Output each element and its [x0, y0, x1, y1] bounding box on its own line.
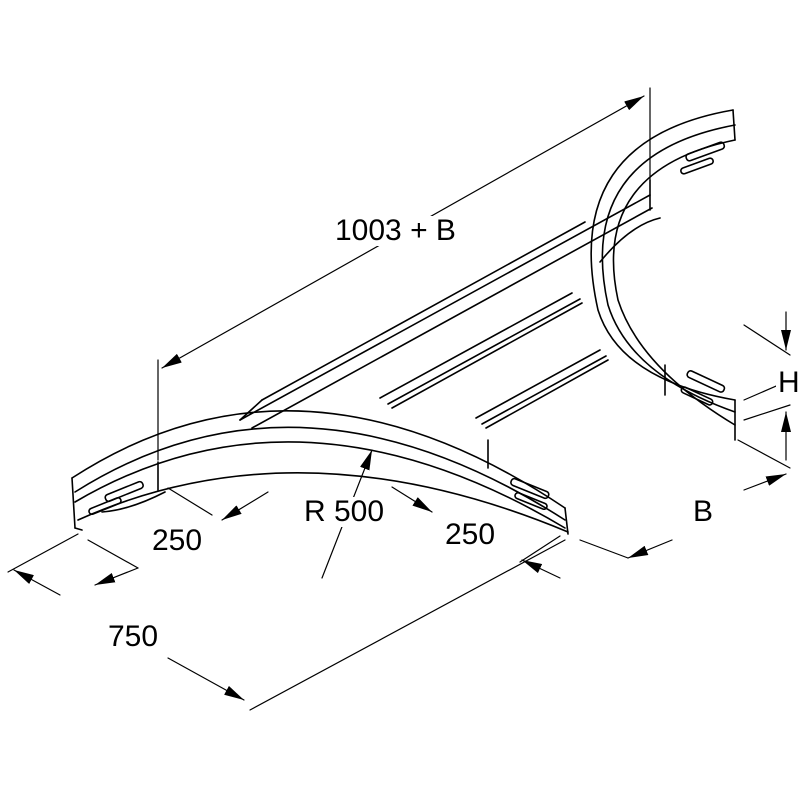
overall-width-label: 750	[106, 620, 161, 653]
overall-length-label: 1003 + B	[333, 214, 458, 247]
front-rail-slots	[88, 477, 550, 516]
radius-label: R 500	[302, 495, 387, 528]
dimension-left-straight	[167, 487, 269, 521]
front-curved-rail	[71, 410, 569, 535]
width-label: B	[691, 495, 716, 528]
dimension-overall-length	[157, 87, 651, 461]
height-label: H	[776, 366, 800, 399]
dimension-right-straight	[391, 486, 561, 579]
dimension-overall-width	[7, 533, 566, 711]
dimension-width	[579, 439, 791, 559]
right-rail-slots	[680, 141, 726, 406]
right-straight-label: 250	[443, 518, 498, 551]
ladder-rungs	[379, 292, 609, 429]
left-straight-label: 250	[150, 524, 205, 557]
